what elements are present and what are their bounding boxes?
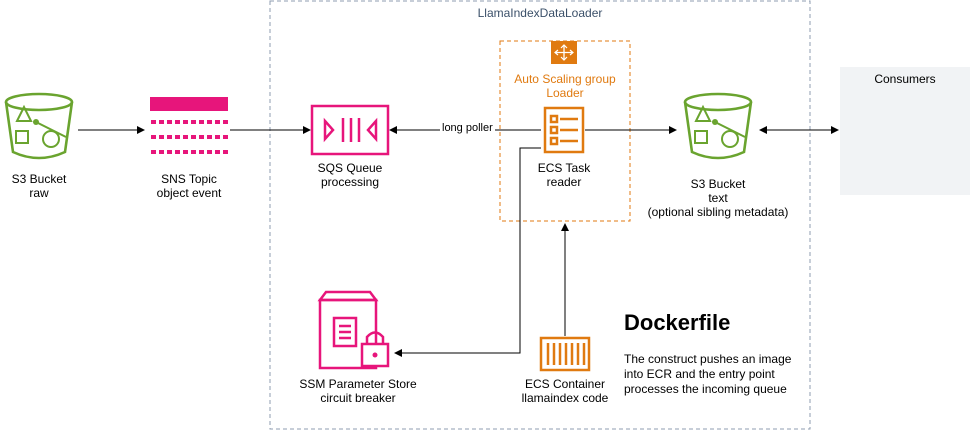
auto-scaling-group-title: Auto Scaling group Loader (500, 72, 630, 100)
ecs-task-subtitle: reader (546, 175, 582, 189)
dockerfile-title: Dockerfile (624, 310, 731, 335)
sqs-queue-label: SQS Queue processing (300, 161, 400, 189)
sqs-queue-title: SQS Queue (317, 161, 383, 175)
sns-topic-title: SNS Topic (161, 172, 217, 186)
auto-scaling-icon (551, 41, 577, 64)
edge-ecs-to-ssm (394, 147, 541, 357)
auto-scaling-group-line2: Loader (546, 86, 584, 100)
ecs-container-subtitle: llamaindex code (521, 391, 609, 405)
sns-topic-icon (150, 97, 228, 154)
s3-text-title: S3 Bucket (690, 177, 746, 191)
ssm-title: SSM Parameter Store (299, 377, 417, 391)
ssm-subtitle: circuit breaker (320, 391, 396, 405)
consumers-title: Consumers (874, 72, 936, 86)
sqs-queue-icon (310, 104, 390, 156)
group-container (269, 0, 811, 430)
s3-text-subtitle: text (708, 191, 728, 205)
s3-bucket-text-icon (683, 92, 753, 160)
dockerfile-description: The construct pushes an image into ECR a… (624, 352, 792, 396)
ecs-container-icon (539, 336, 591, 372)
s3-raw-label: S3 Bucket raw (0, 172, 78, 200)
ecs-task-icon (543, 106, 585, 154)
ecs-container-label: ECS Container llamaindex code (508, 377, 622, 405)
sqs-queue-subtitle: processing (320, 175, 380, 189)
s3-raw-title: S3 Bucket (11, 172, 67, 186)
ssm-parameter-store-icon (317, 290, 390, 370)
sns-topic-subtitle: object event (156, 186, 222, 200)
ecs-task-label: ECS Task reader (514, 161, 614, 189)
s3-text-label: S3 Bucket text (optional sibling metadat… (638, 177, 798, 219)
s3-raw-subtitle: raw (29, 186, 49, 200)
consumers-box (840, 67, 970, 195)
auto-scaling-group-line1: Auto Scaling group (514, 72, 616, 86)
edge-label-long-poller: long poller (440, 122, 495, 134)
ssm-label: SSM Parameter Store circuit breaker (288, 377, 428, 405)
ecs-container-title: ECS Container (524, 377, 606, 391)
s3-text-note: (optional sibling metadata) (647, 205, 789, 219)
ecs-task-title: ECS Task (537, 161, 591, 175)
s3-bucket-raw-icon (4, 92, 74, 160)
group-title: LlamaIndexDataLoader (477, 6, 603, 20)
sns-topic-label: SNS Topic object event (139, 172, 239, 200)
